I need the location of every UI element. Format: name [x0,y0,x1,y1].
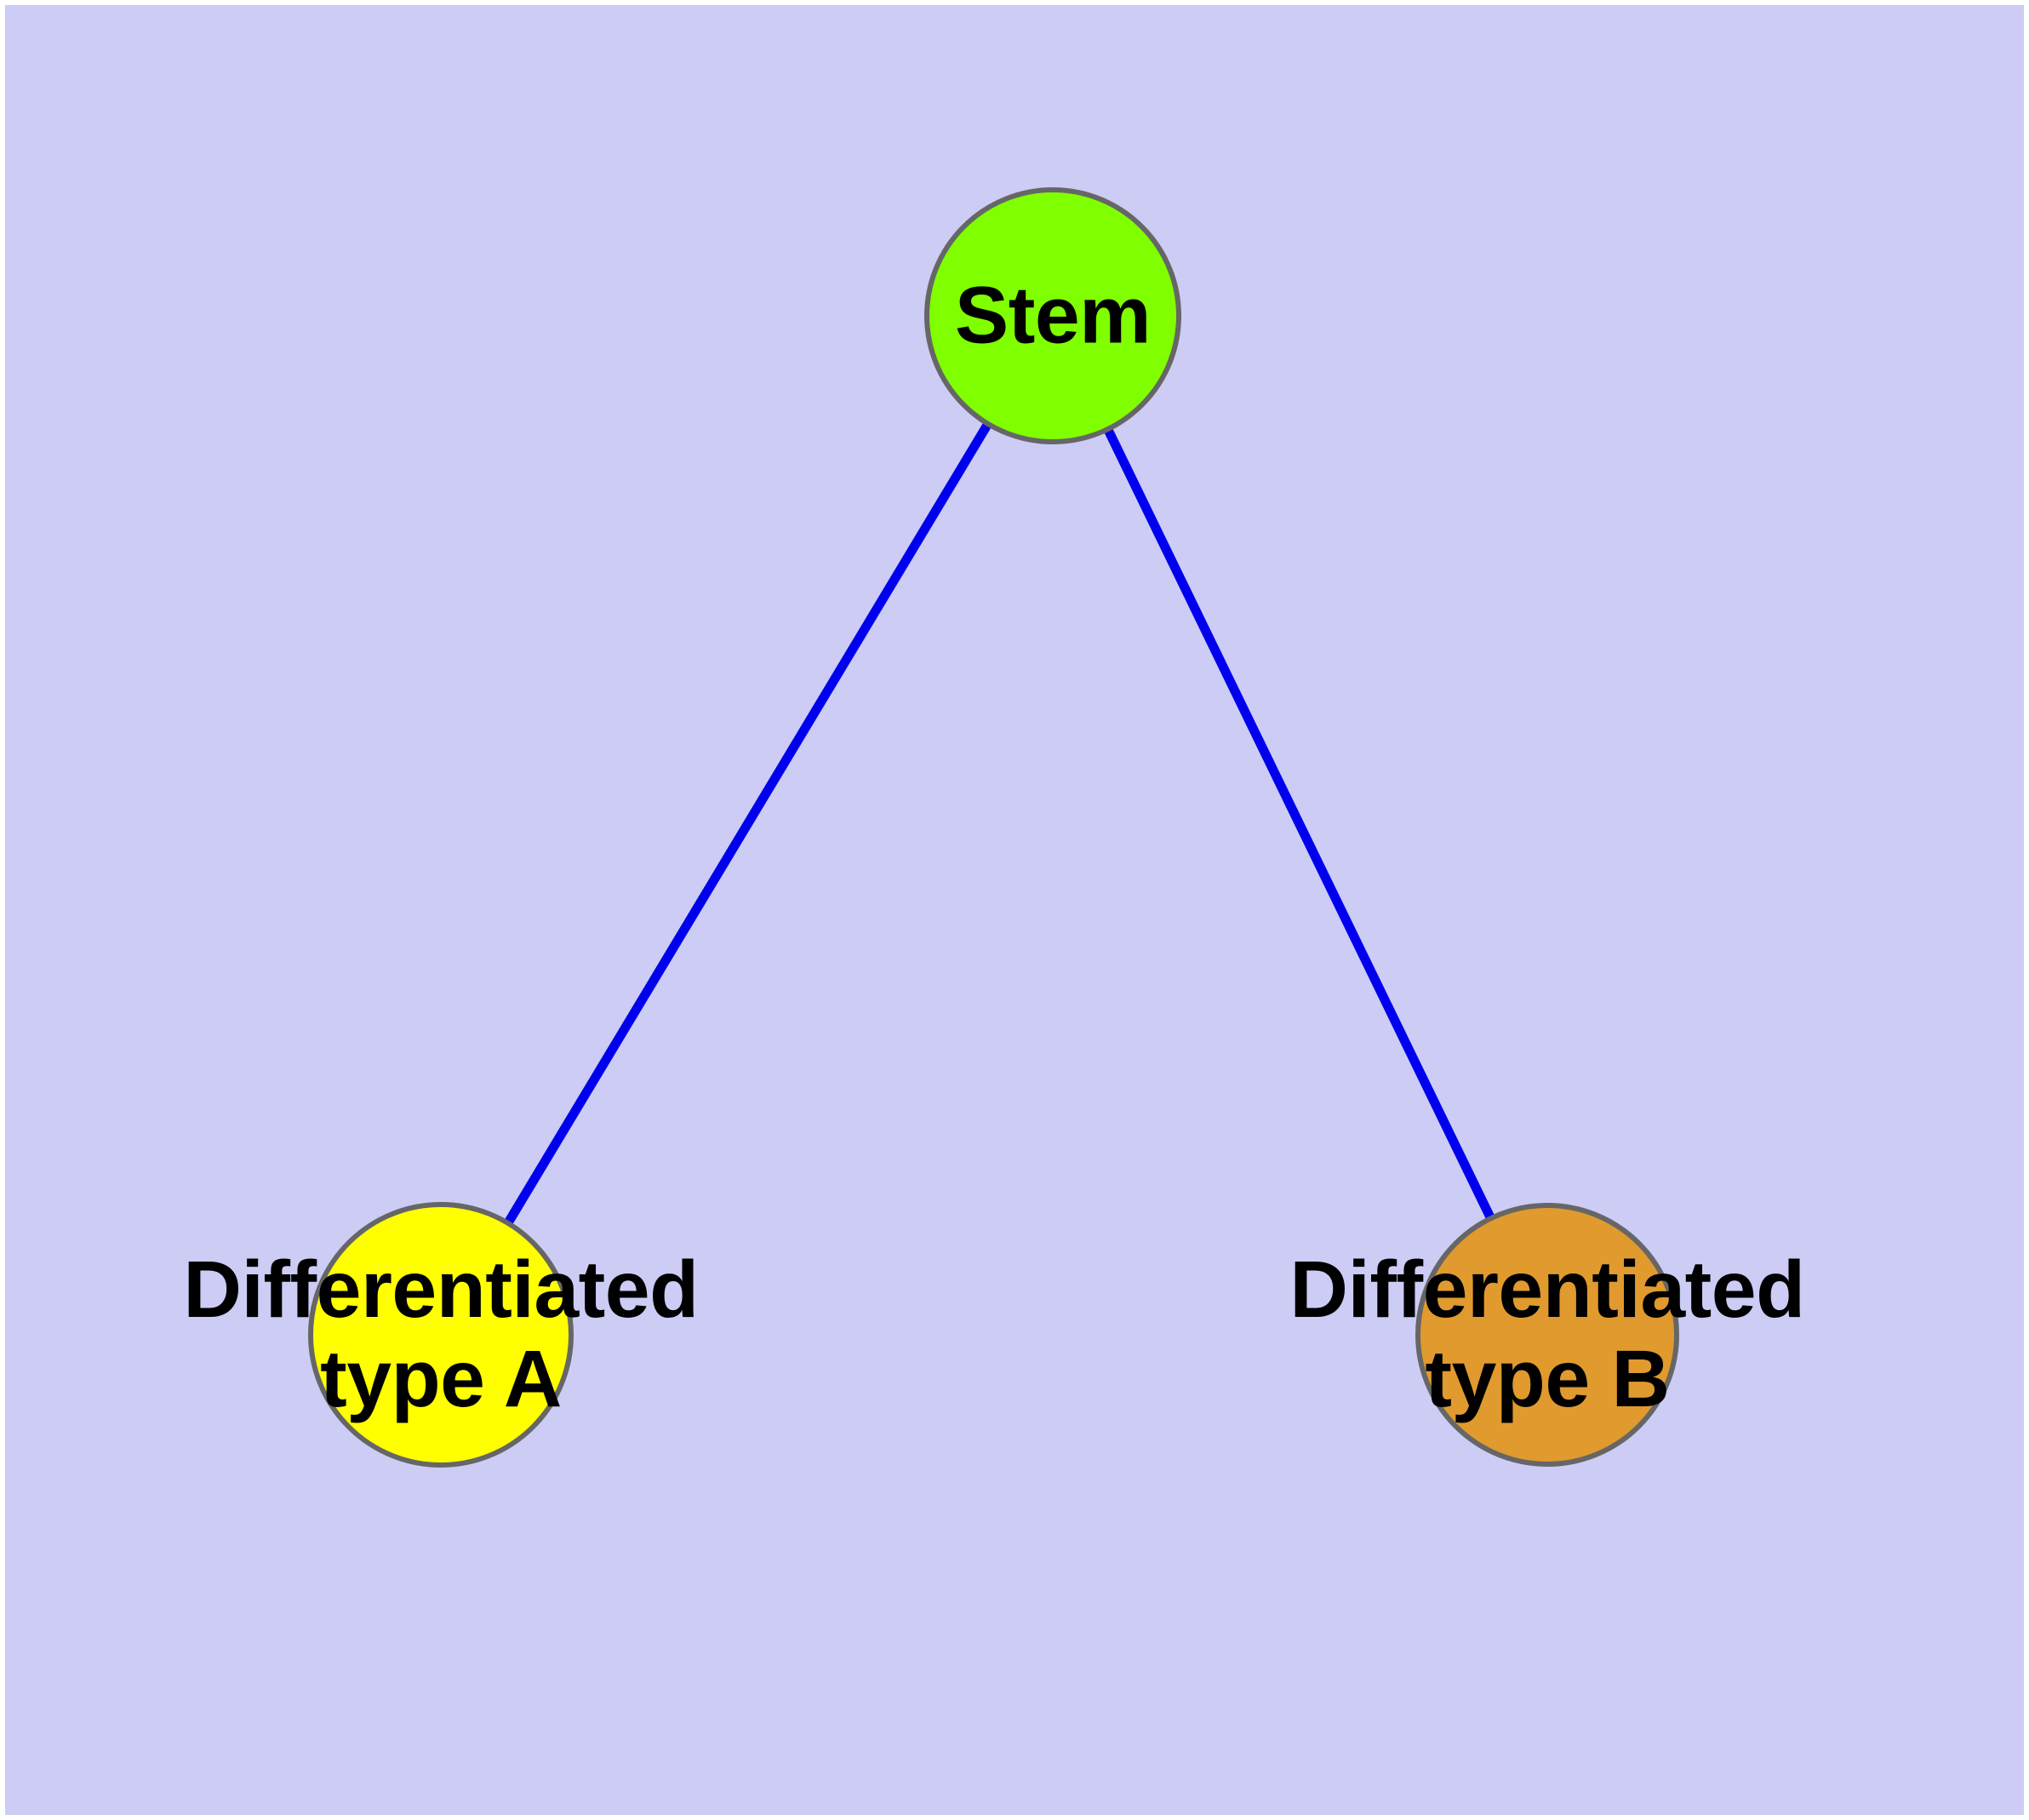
node-label-line: Differentiated [1289,1245,1805,1335]
node-label-line: Stem [954,270,1152,361]
node-label-line: type B [1425,1334,1670,1424]
node-label-line: type A [320,1334,562,1424]
node-circle-stem[interactable] [924,187,1181,444]
node-label-stem: Stem [954,270,1152,361]
node-circle-diff-b[interactable] [1415,1203,1679,1467]
edges-layer [437,313,1552,1337]
node-label-line: Differentiated [183,1245,699,1335]
nodes-layer [308,187,1679,1468]
edge-stem-to-diff-a [437,313,1057,1337]
node-circle-diff-a[interactable] [308,1202,574,1468]
edge-stem-to-diff-b [1049,313,1552,1337]
